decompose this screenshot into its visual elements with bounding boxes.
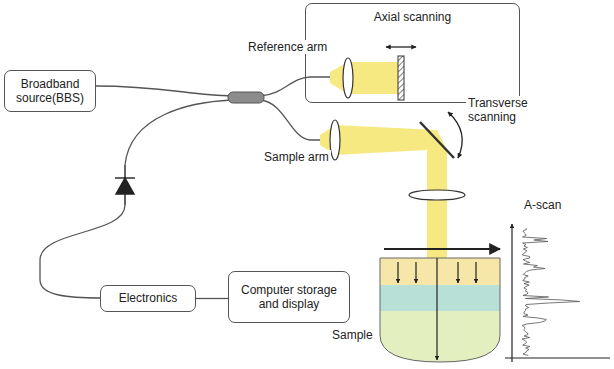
- source-box: Broadband source(BBS): [4, 70, 96, 112]
- optical-fiber: [40, 77, 330, 298]
- part-label: Sample: [330, 328, 375, 342]
- node-label: Axial scanning: [374, 10, 451, 24]
- node-label: Broadband source(BBS): [11, 77, 89, 106]
- fiber-coupler: [228, 92, 264, 103]
- electronics-box: Electronics: [100, 285, 196, 312]
- part-label: Reference arm: [246, 40, 329, 54]
- part-label: Sample arm: [262, 150, 331, 164]
- node-label: Electronics: [119, 291, 178, 305]
- part-label: A-scan: [522, 198, 563, 212]
- sample-optics: [320, 112, 465, 258]
- sample-tissue: [380, 249, 500, 366]
- computer-box: Computer storage and display: [228, 271, 350, 323]
- photodetector-symbol: [115, 165, 135, 205]
- reference-arm-box: Axial scanning: [305, 3, 520, 103]
- node-label: Computer storage and display: [235, 283, 343, 312]
- a-scan-plot: [505, 224, 610, 362]
- signal-wire: [196, 298, 228, 299]
- part-label: Transverse scanning: [466, 96, 550, 125]
- reference-optics: [330, 47, 416, 100]
